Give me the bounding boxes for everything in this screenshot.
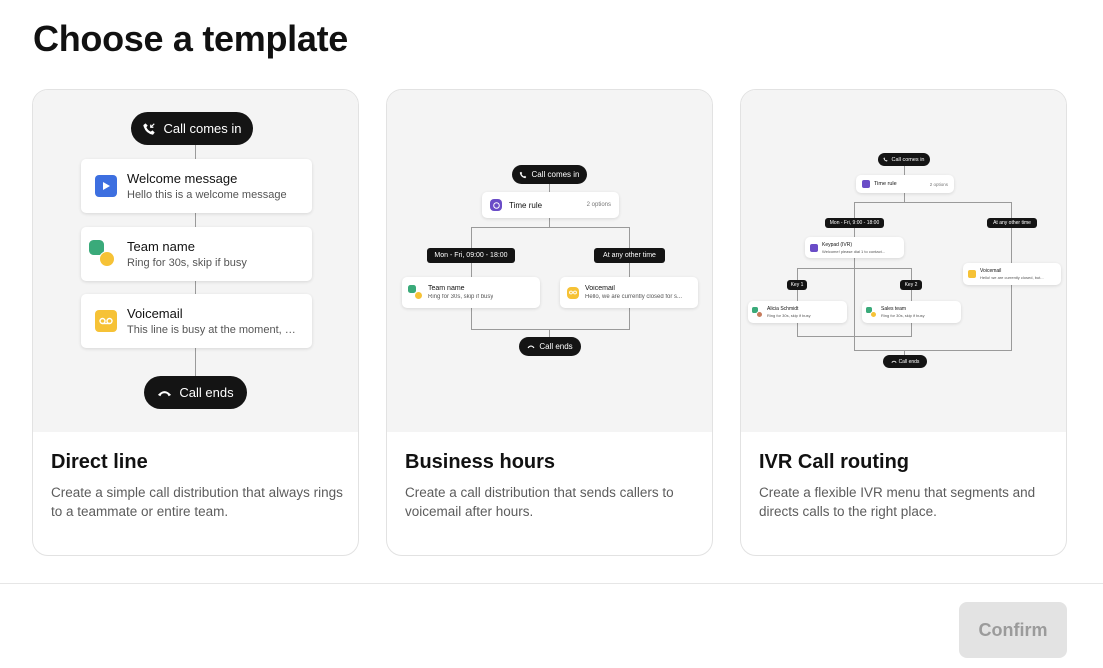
step-subtitle: This line is busy at the moment, pl... [127, 324, 298, 336]
key-label: Key 2 [900, 280, 922, 290]
flow-connector [797, 268, 912, 269]
step-subtitle: Welcome! please dial 1 to contact... [822, 248, 886, 254]
call-ends-pill: Call ends [519, 337, 581, 356]
flow-connector [549, 218, 550, 227]
key-label: Key 1 [787, 280, 807, 290]
flow-step-team-name: Team name Ring for 30s, skip if busy [81, 227, 312, 281]
flow-step-time-rule: Time rule 2 options [482, 192, 619, 218]
step-subtitle: Ring for 30s, skip if busy [428, 294, 494, 300]
flow-connector [904, 350, 905, 356]
flow-connector [904, 166, 905, 175]
call-comes-in-pill: Call comes in [512, 165, 587, 184]
incoming-call-icon [520, 171, 527, 178]
branch-label: Mon - Fri, 9:00 - 18:00 [825, 218, 884, 228]
team-avatars-icon [866, 306, 877, 318]
voicemail-icon [968, 270, 976, 278]
flow-step-voicemail: Voicemail Hello! we are currently closed… [963, 263, 1061, 285]
flow-connector [854, 202, 855, 350]
end-label: Call ends [179, 385, 234, 400]
play-icon [95, 175, 117, 197]
end-label: Call ends [539, 342, 573, 351]
clock-icon [862, 180, 870, 188]
flow-connector [904, 193, 905, 202]
template-description: Create a simple call distribution that a… [51, 485, 343, 519]
template-card-ivr-call-routing[interactable]: Call comes in Time rule 2 options Mon - … [740, 89, 1067, 556]
team-avatars-icon [408, 285, 423, 300]
team-avatars-icon [89, 240, 117, 268]
flow-step-welcome-message: Welcome message Hello this is a welcome … [81, 159, 312, 213]
confirm-button[interactable]: Confirm [959, 602, 1067, 658]
flow-connector [854, 258, 855, 268]
flow-connector [797, 336, 912, 337]
step-subtitle: Hello this is a welcome message [127, 189, 287, 201]
template-preview: Call comes in Time rule 2 options Mon - … [387, 90, 712, 432]
call-comes-in-pill: Call comes in [878, 153, 930, 166]
flow-step-sales-team: Sales team Ring for 30s, skip if busy [862, 301, 961, 323]
call-ends-pill: Call ends [883, 355, 927, 368]
template-card-business-hours[interactable]: Call comes in Time rule 2 options Mon - … [386, 89, 713, 556]
branch-label: At any other time [987, 218, 1037, 228]
voicemail-icon [567, 286, 579, 299]
step-title: Team name [127, 239, 195, 254]
incoming-call-icon [143, 122, 156, 135]
rule-title: Time rule [874, 181, 897, 187]
step-title: Team name [428, 285, 465, 292]
step-subtitle: Ring for 30s, skip if busy [881, 313, 925, 318]
step-title: Keypad (IVR) [822, 241, 853, 248]
template-preview: Call comes in Time rule 2 options Mon - … [741, 90, 1066, 432]
footer-divider [0, 583, 1103, 584]
template-title: IVR Call routing [759, 451, 909, 473]
step-subtitle: Ring for 30s, skip if busy [767, 313, 811, 318]
template-title: Direct line [51, 451, 148, 473]
clock-icon [490, 199, 502, 211]
incoming-call-icon [883, 157, 889, 162]
flow-connector [854, 202, 1012, 203]
step-title: Voicemail [980, 268, 1002, 274]
end-label: Call ends [898, 358, 920, 365]
hang-up-icon [527, 345, 535, 349]
flow-connector [471, 227, 630, 228]
step-subtitle: Hello! we are currently closed, but... [980, 275, 1044, 280]
call-comes-in-pill: Call comes in [131, 112, 253, 145]
step-title: Voicemail [127, 306, 183, 321]
flow-step-time-rule: Time rule 2 options [856, 175, 954, 193]
start-label: Call comes in [531, 170, 580, 179]
template-description: Create a call distribution that sends ca… [405, 485, 674, 519]
flow-connector [471, 329, 630, 330]
flow-step-voicemail: Voicemail Hello, we are currently closed… [560, 277, 698, 308]
branch-label: Mon - Fri, 09:00 - 18:00 [427, 248, 515, 263]
step-subtitle: Hello, we are currently closed for s... [585, 294, 683, 300]
rule-meta: 2 options [586, 202, 611, 208]
voicemail-icon [95, 310, 117, 332]
template-preview: Call comes in Welcome message Hello this… [33, 90, 358, 432]
flow-connector [854, 350, 1012, 351]
hang-up-icon [158, 390, 172, 396]
rule-meta: 2 options [929, 181, 948, 187]
flow-step-voicemail: Voicemail This line is busy at the momen… [81, 294, 312, 348]
call-ends-pill: Call ends [144, 376, 247, 409]
template-title: Business hours [405, 451, 556, 473]
page-title: Choose a template [33, 18, 348, 59]
step-title: Voicemail [585, 285, 615, 292]
hang-up-icon [890, 360, 897, 363]
flow-step-keypad-ivr: Keypad (IVR) Welcome! please dial 1 to c… [805, 237, 904, 258]
flow-connector [549, 329, 550, 337]
start-label: Call comes in [163, 121, 242, 136]
rule-title: Time rule [509, 200, 543, 210]
user-avatar-icon [752, 306, 763, 318]
template-description: Create a flexible IVR menu that segments… [759, 485, 1036, 519]
template-card-direct-line[interactable]: Call comes in Welcome message Hello this… [32, 89, 359, 556]
flow-step-team-name: Team name Ring for 30s, skip if busy [402, 277, 540, 308]
step-title: Sales team [881, 306, 907, 312]
step-title: Welcome message [127, 171, 238, 186]
flow-step-alicia-schmidt: Alicia Schmidt Ring for 30s, skip if bus… [748, 301, 847, 323]
step-title: Alicia Schmidt [767, 306, 799, 312]
start-label: Call comes in [891, 156, 925, 163]
keypad-icon [810, 243, 818, 252]
step-subtitle: Ring for 30s, skip if busy [127, 257, 247, 269]
branch-label: At any other time [594, 248, 665, 263]
